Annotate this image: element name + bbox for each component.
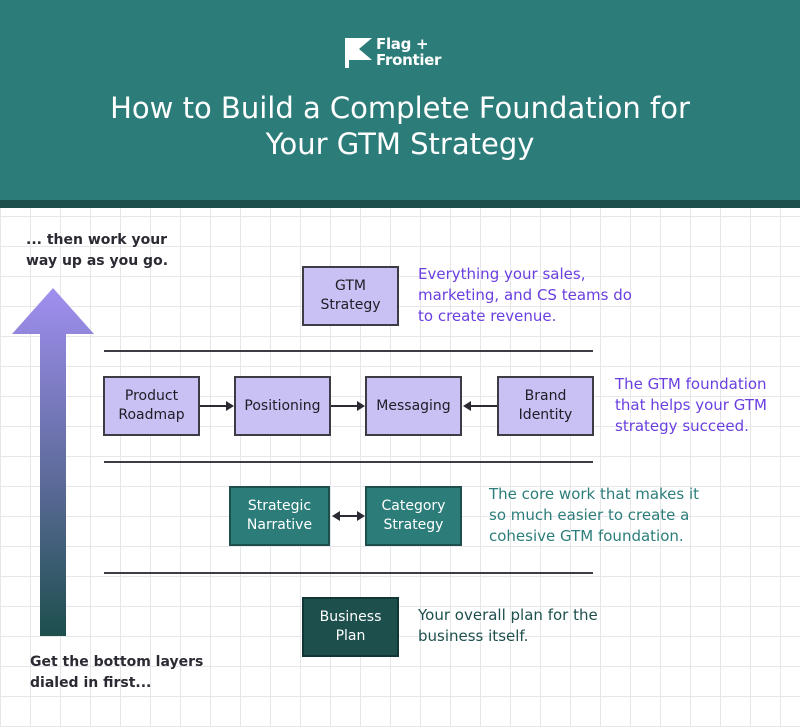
positioning-box: Positioning bbox=[234, 376, 331, 436]
header-banner bbox=[0, 0, 800, 200]
gtm-desc-line-3: to create revenue. bbox=[418, 307, 557, 325]
messaging-box: Messaging bbox=[365, 376, 462, 436]
gtm-description: Everything your sales, marketing, and CS… bbox=[418, 264, 632, 327]
double-arrow-icon bbox=[332, 511, 365, 521]
category-line-1: Category bbox=[381, 498, 446, 514]
up-arrow-icon bbox=[12, 288, 94, 636]
narrative-line-2: Narrative bbox=[246, 517, 313, 533]
gtm-desc-line-1: Everything your sales, bbox=[418, 265, 586, 283]
positioning-label: Positioning bbox=[244, 397, 321, 414]
strategic-narrative-box: Strategic Narrative bbox=[229, 486, 330, 546]
note-bottom-line-1: Get the bottom layers bbox=[30, 654, 204, 670]
gtm-desc-line-2: marketing, and CS teams do bbox=[418, 286, 632, 304]
note-top-line-2: way up as you go. bbox=[26, 253, 169, 269]
messaging-label: Messaging bbox=[376, 397, 451, 414]
logo-line-2: Frontier bbox=[376, 51, 442, 69]
layer-divider bbox=[104, 350, 593, 352]
brand-logo: Flag + Frontier bbox=[345, 36, 455, 72]
title-line-2: Your GTM Strategy bbox=[265, 127, 535, 161]
logo-line-1: Flag + bbox=[376, 35, 429, 53]
category-line-2: Strategy bbox=[383, 517, 444, 533]
business-desc-line-1: Your overall plan for the bbox=[418, 606, 598, 624]
note-top-line-1: ... then work your bbox=[26, 232, 168, 248]
narrative-line-1: Strategic bbox=[247, 498, 312, 514]
business-line-1: Business bbox=[319, 609, 382, 625]
logo-wordmark: Flag + Frontier bbox=[376, 36, 441, 68]
page-title: How to Build a Complete Foundation for Y… bbox=[40, 90, 760, 162]
business-desc-line-2: business itself. bbox=[418, 627, 529, 645]
right-arrow-icon bbox=[200, 401, 234, 411]
foundation-description: The GTM foundation that helps your GTM s… bbox=[615, 374, 767, 437]
gtm-strategy-box: GTM Strategy bbox=[302, 266, 399, 326]
right-arrow-icon bbox=[331, 401, 365, 411]
core-desc-line-3: cohesive GTM foundation. bbox=[489, 527, 684, 545]
foundation-desc-line-1: The GTM foundation bbox=[615, 375, 767, 393]
note-top: ... then work your way up as you go. bbox=[26, 230, 168, 272]
roadmap-line-1: Product bbox=[124, 388, 179, 404]
layer-divider bbox=[104, 572, 593, 574]
grid-background bbox=[0, 208, 800, 727]
roadmap-line-2: Roadmap bbox=[118, 407, 185, 423]
left-arrow-icon bbox=[463, 401, 497, 411]
layer-divider bbox=[104, 461, 593, 463]
business-line-2: Plan bbox=[335, 628, 366, 644]
brand-identity-box: Brand Identity bbox=[497, 376, 594, 436]
brand-line-1: Brand bbox=[524, 388, 567, 404]
core-desc-line-1: The core work that makes it bbox=[489, 485, 700, 503]
note-bottom: Get the bottom layers dialed in first... bbox=[30, 652, 203, 694]
business-description: Your overall plan for the business itsel… bbox=[418, 605, 598, 647]
product-roadmap-box: Product Roadmap bbox=[103, 376, 200, 436]
header-divider-bar bbox=[0, 200, 800, 208]
note-bottom-line-2: dialed in first... bbox=[30, 675, 152, 691]
core-description: The core work that makes it so much easi… bbox=[489, 484, 699, 547]
gtm-box-line-1: GTM bbox=[335, 278, 366, 294]
title-line-1: How to Build a Complete Foundation for bbox=[110, 91, 690, 125]
foundation-desc-line-2: that helps your GTM bbox=[615, 396, 767, 414]
category-strategy-box: Category Strategy bbox=[365, 486, 462, 546]
core-desc-line-2: so much easier to create a bbox=[489, 506, 690, 524]
foundation-desc-line-3: strategy succeed. bbox=[615, 417, 749, 435]
brand-line-2: Identity bbox=[518, 407, 573, 423]
flag-icon bbox=[345, 38, 372, 68]
gtm-box-line-2: Strategy bbox=[320, 297, 381, 313]
business-plan-box: Business Plan bbox=[302, 597, 399, 657]
